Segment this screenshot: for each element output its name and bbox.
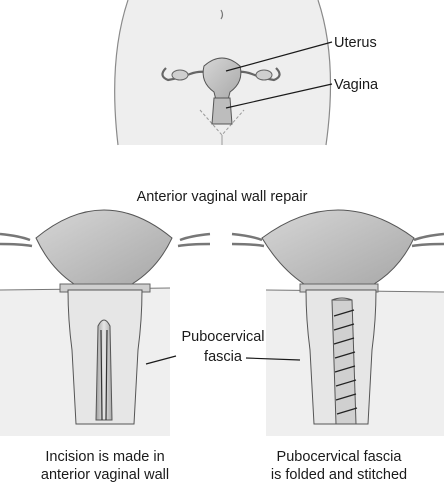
fascia-leader-right xyxy=(245,357,301,361)
left-caption-line1: Incision is made in xyxy=(45,449,165,465)
left-panel-illustration xyxy=(0,209,211,436)
fascia-leader-left xyxy=(145,355,177,365)
navel-mark xyxy=(220,9,224,20)
small-vagina xyxy=(211,97,233,125)
uterus-leader-line xyxy=(225,41,333,72)
label-fascia-line1: Pubocervical xyxy=(181,329,265,345)
left-caption-line2: anterior vaginal wall xyxy=(40,467,170,483)
right-caption-line2: is folded and stitched xyxy=(270,467,408,483)
vagina-leader-line xyxy=(225,83,333,109)
right-panel-illustration xyxy=(231,209,444,436)
label-fascia-line2: fascia xyxy=(204,349,242,365)
label-vagina: Vagina xyxy=(334,77,379,93)
folded-fascia xyxy=(331,299,357,425)
label-uterus: Uterus xyxy=(334,35,377,51)
stitches xyxy=(333,309,358,415)
diagram-title: Anterior vaginal wall repair xyxy=(136,189,308,205)
small-uterus xyxy=(161,57,281,125)
right-caption-line1: Pubocervical fascia xyxy=(276,449,402,465)
incision-opening xyxy=(95,319,113,421)
